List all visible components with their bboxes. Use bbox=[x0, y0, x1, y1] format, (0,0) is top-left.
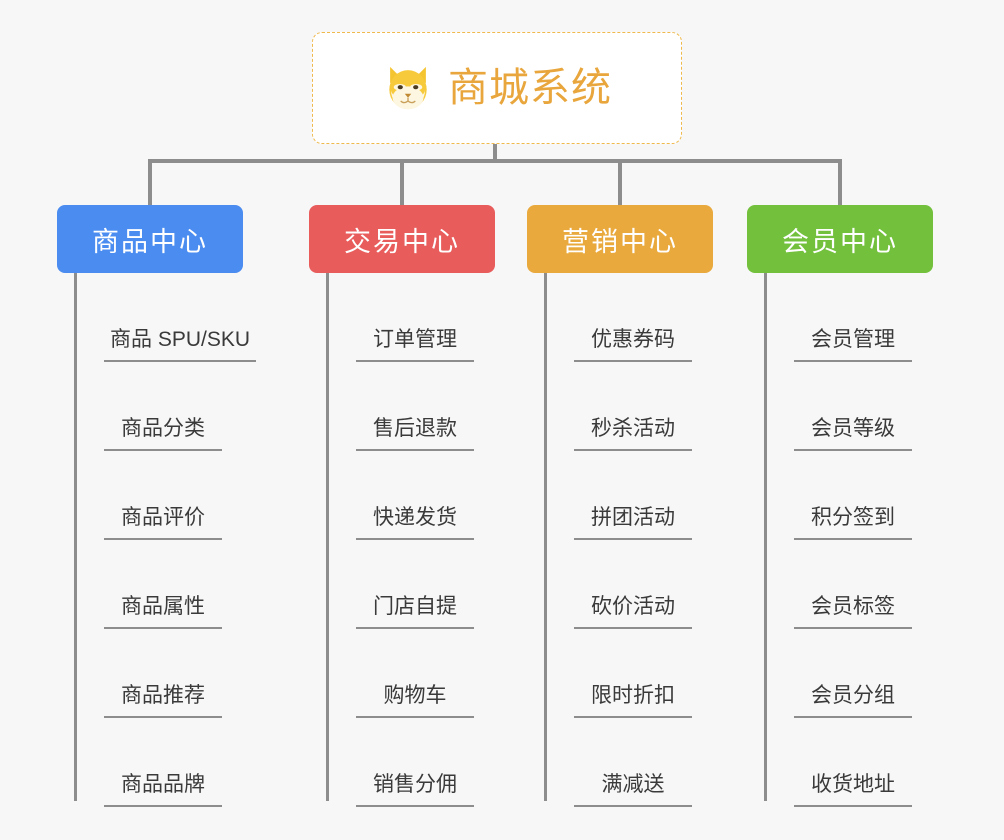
group-header-3[interactable]: 营销中心 bbox=[527, 205, 713, 273]
group-column-1: 商品中心 商品 SPU/SKU 商品分类 商品评价 商品属性 商品推荐 商品品牌 bbox=[57, 205, 257, 807]
trunk-line-1 bbox=[74, 273, 77, 801]
list-item[interactable]: 会员分组 bbox=[764, 629, 964, 718]
leaf-label: 快递发货 bbox=[356, 501, 474, 540]
leaf-label: 收货地址 bbox=[794, 768, 912, 807]
connector-root-stem bbox=[493, 144, 497, 162]
leaf-label: 拼团活动 bbox=[574, 501, 692, 540]
leaf-label: 满减送 bbox=[574, 768, 692, 807]
leaf-label: 商品品牌 bbox=[104, 768, 222, 807]
leaf-label: 销售分佣 bbox=[356, 768, 474, 807]
connector-drop-2 bbox=[400, 159, 404, 207]
list-item[interactable]: 售后退款 bbox=[326, 362, 526, 451]
leaf-label: 会员分组 bbox=[794, 679, 912, 718]
leaf-label: 门店自提 bbox=[356, 590, 474, 629]
leaf-label: 优惠券码 bbox=[574, 323, 692, 362]
group-column-3: 营销中心 优惠券码 秒杀活动 拼团活动 砍价活动 限时折扣 满减送 bbox=[527, 205, 713, 807]
leaf-label: 购物车 bbox=[356, 679, 474, 718]
root-title: 商城系统 bbox=[448, 66, 612, 110]
group-items-2: 订单管理 售后退款 快递发货 门店自提 购物车 销售分佣 bbox=[326, 273, 526, 807]
connector-horizontal-bus bbox=[148, 159, 842, 163]
list-item[interactable]: 拼团活动 bbox=[544, 451, 744, 540]
list-item[interactable]: 秒杀活动 bbox=[544, 362, 744, 451]
list-item[interactable]: 商品推荐 bbox=[74, 629, 274, 718]
list-item[interactable]: 优惠券码 bbox=[544, 273, 744, 362]
list-item[interactable]: 限时折扣 bbox=[544, 629, 744, 718]
trunk-line-4 bbox=[764, 273, 767, 801]
list-item[interactable]: 商品分类 bbox=[74, 362, 274, 451]
list-item[interactable]: 销售分佣 bbox=[326, 718, 526, 807]
list-item[interactable]: 购物车 bbox=[326, 629, 526, 718]
connector-drop-3 bbox=[618, 159, 622, 207]
group-items-4: 会员管理 会员等级 积分签到 会员标签 会员分组 收货地址 bbox=[764, 273, 964, 807]
leaf-label: 会员标签 bbox=[794, 590, 912, 629]
leaf-label: 商品评价 bbox=[104, 501, 222, 540]
group-column-2: 交易中心 订单管理 售后退款 快递发货 门店自提 购物车 销售分佣 bbox=[309, 205, 495, 807]
leaf-label: 砍价活动 bbox=[574, 590, 692, 629]
list-item[interactable]: 快递发货 bbox=[326, 451, 526, 540]
leaf-label: 商品分类 bbox=[104, 412, 222, 451]
trunk-line-2 bbox=[326, 273, 329, 801]
list-item[interactable]: 订单管理 bbox=[326, 273, 526, 362]
leaf-label: 积分签到 bbox=[794, 501, 912, 540]
list-item[interactable]: 门店自提 bbox=[326, 540, 526, 629]
leaf-label: 限时折扣 bbox=[574, 679, 692, 718]
list-item[interactable]: 商品 SPU/SKU bbox=[74, 273, 274, 362]
group-items-1: 商品 SPU/SKU 商品分类 商品评价 商品属性 商品推荐 商品品牌 bbox=[74, 273, 274, 807]
leaf-label: 秒杀活动 bbox=[574, 412, 692, 451]
list-item[interactable]: 积分签到 bbox=[764, 451, 964, 540]
trunk-line-3 bbox=[544, 273, 547, 801]
list-item[interactable]: 会员管理 bbox=[764, 273, 964, 362]
leaf-label: 商品属性 bbox=[104, 590, 222, 629]
group-header-4[interactable]: 会员中心 bbox=[747, 205, 933, 273]
root-node[interactable]: 商城系统 bbox=[312, 32, 682, 144]
list-item[interactable]: 会员等级 bbox=[764, 362, 964, 451]
list-item[interactable]: 满减送 bbox=[544, 718, 744, 807]
group-items-3: 优惠券码 秒杀活动 拼团活动 砍价活动 限时折扣 满减送 bbox=[544, 273, 744, 807]
list-item[interactable]: 商品属性 bbox=[74, 540, 274, 629]
connector-drop-4 bbox=[838, 159, 842, 207]
connector-drop-1 bbox=[148, 159, 152, 207]
list-item[interactable]: 会员标签 bbox=[764, 540, 964, 629]
group-column-4: 会员中心 会员管理 会员等级 积分签到 会员标签 会员分组 收货地址 bbox=[747, 205, 933, 807]
list-item[interactable]: 商品评价 bbox=[74, 451, 274, 540]
leaf-label: 订单管理 bbox=[356, 323, 474, 362]
leaf-label: 商品推荐 bbox=[104, 679, 222, 718]
list-item[interactable]: 砍价活动 bbox=[544, 540, 744, 629]
group-header-1[interactable]: 商品中心 bbox=[57, 205, 243, 273]
leaf-label: 会员等级 bbox=[794, 412, 912, 451]
leaf-label: 售后退款 bbox=[356, 412, 474, 451]
list-item[interactable]: 商品品牌 bbox=[74, 718, 274, 807]
list-item[interactable]: 收货地址 bbox=[764, 718, 964, 807]
shiba-inu-dog-face-icon bbox=[389, 66, 427, 110]
leaf-label: 会员管理 bbox=[794, 323, 912, 362]
leaf-label: 商品 SPU/SKU bbox=[104, 323, 257, 362]
group-header-2[interactable]: 交易中心 bbox=[309, 205, 495, 273]
